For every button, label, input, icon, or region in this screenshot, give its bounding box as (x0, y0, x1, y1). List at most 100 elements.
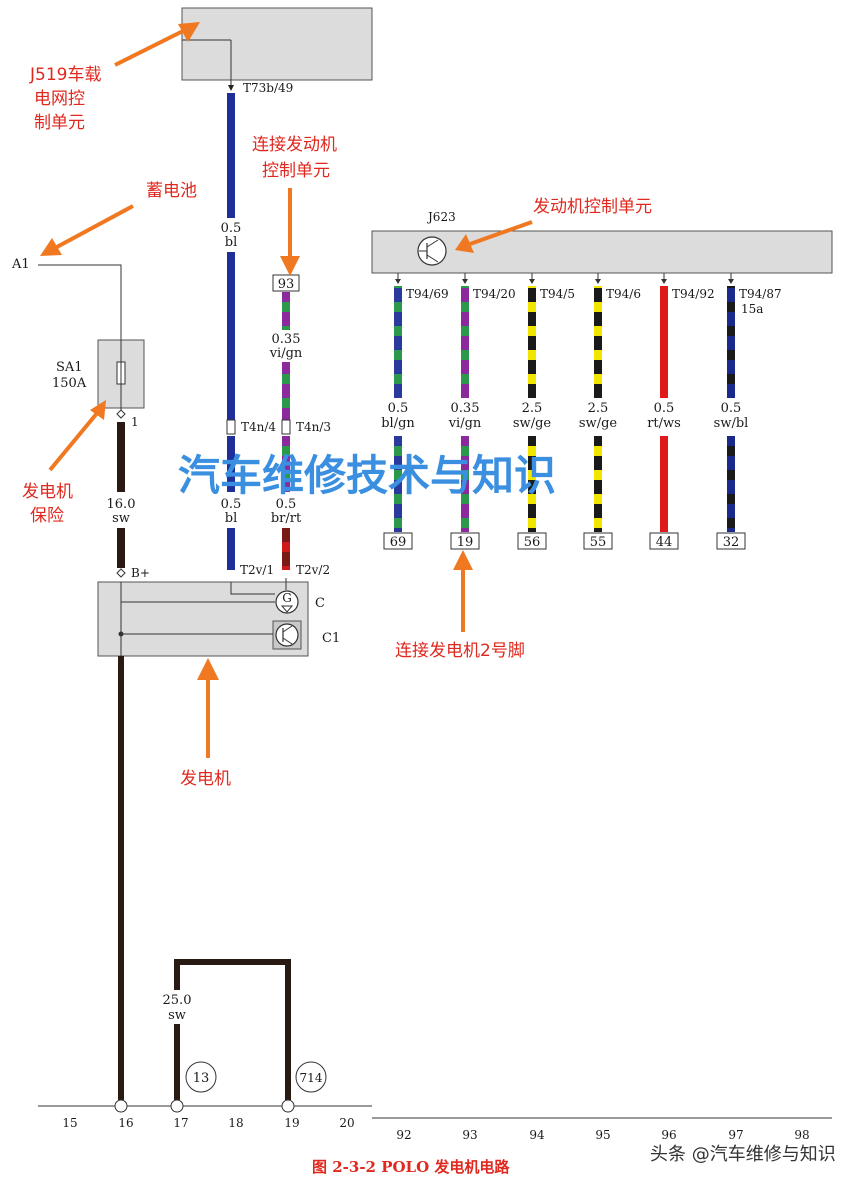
ecu-conn-box (517, 532, 547, 550)
ruler-right-tick: 95 (595, 1128, 610, 1142)
ecu-wire-lower (660, 436, 668, 532)
ecu-wire-color: sw/bl (714, 416, 749, 431)
ecu-wire-color: rt/ws (647, 416, 681, 431)
ecu-wire-lower (528, 436, 536, 532)
figure-caption: 图 2-3-2 POLO 发电机电路 (312, 1158, 510, 1176)
ecu-wire-size: 0.5 (654, 401, 675, 416)
ecu-conn-label: 44 (656, 535, 673, 550)
ruler-left-tick: 16 (118, 1116, 133, 1130)
ecu-conn-label: 55 (590, 535, 607, 550)
wire-sw-color: sw (112, 511, 130, 526)
ruler-left-tick: 15 (62, 1116, 77, 1130)
wire-bl-lower (227, 436, 235, 492)
wire-gnd-size: 25.0 (163, 993, 192, 1008)
annot-battery: 蓄电池 (146, 181, 197, 201)
ecu-pin-44: T94/92 0.5rt/ws 44 (647, 273, 715, 550)
ecu-wire-lower (727, 436, 735, 532)
ruler-left-tick: 17 (173, 1116, 188, 1130)
ecu-pin-term: T94/92 (672, 287, 715, 301)
conn-93-label: 93 (278, 277, 295, 292)
ecu-box (371, 230, 833, 274)
annot-j519-2: 电网控 (34, 89, 85, 109)
c1-label: C1 (322, 631, 340, 646)
ecu-wire-upper (528, 286, 536, 398)
ecu-wire-upper (594, 286, 602, 398)
wire-sw-16 (117, 422, 125, 492)
wire-ground-main (118, 656, 124, 1100)
ground-714 (295, 1061, 327, 1093)
t4n3-label: T4n/3 (296, 420, 331, 434)
ecu-wire-color: bl/gn (381, 416, 415, 431)
ecu-pin-term: T94/87 (739, 287, 782, 301)
ecu-conn-box (649, 532, 679, 550)
wire-brrt-color: br/rt (271, 511, 302, 526)
ecu-conn-label: 69 (390, 535, 407, 550)
ecu-wire-upper (461, 286, 469, 398)
svg-text:13: 13 (193, 1071, 210, 1086)
wire-bl-upper (227, 93, 235, 218)
watermark-text: 汽车维修技术与知识 (178, 451, 556, 500)
ruler-left-tick: 18 (228, 1116, 243, 1130)
annotation-arrows (40, 22, 533, 758)
j519-box (181, 7, 373, 81)
ecu-wire-upper (660, 286, 668, 398)
ecu-wire-size: 2.5 (588, 401, 609, 416)
annot-j519-3: 制单元 (34, 113, 85, 133)
ecu-wire-upper (727, 286, 735, 398)
annot-alt-fuse-1: 发电机 (22, 482, 73, 502)
ecu-wire-color: sw/ge (513, 416, 552, 431)
ecu-wire-lower (461, 436, 469, 532)
ecu-conn-box (583, 532, 613, 550)
wire-bl2-color: bl (225, 511, 237, 526)
wire-brrt (282, 528, 290, 570)
annot-alternator: 发电机 (180, 769, 231, 789)
t2v1-label: T2v/1 (240, 563, 274, 577)
t73b-label: T73b/49 (243, 81, 293, 95)
t4n4-label: T4n/4 (241, 420, 276, 434)
wire-gnd-color: sw (168, 1008, 186, 1023)
ecu-conn-label: 19 (457, 535, 474, 550)
conn-93-box (272, 274, 300, 292)
ecu-wire-color: vi/gn (448, 416, 482, 431)
ecu-wire-lower (394, 436, 402, 532)
wire-brrt-size: 0.5 (276, 497, 297, 512)
ecu-pin-term: T94/20 (473, 287, 516, 301)
corner-credit: 头条 @汽车维修与知识 (650, 1144, 836, 1165)
ecu-transistor-symbol (417, 236, 447, 266)
ecu-conn-box (450, 532, 480, 550)
j623-label: J623 (426, 210, 456, 224)
ecu-pin-term: T94/6 (606, 287, 641, 301)
annot-ecu: 发动机控制单元 (533, 197, 652, 217)
ecu-pins: T94/690.5bl/gn69T94/200.35vi/gn19T94/52.… (381, 273, 782, 550)
ruler-left-tick: 19 (284, 1116, 299, 1130)
ecu-wire-upper (394, 286, 402, 398)
ecu-conn-label: 32 (723, 535, 740, 550)
generator-symbol (275, 590, 299, 614)
wire-ground-loop (174, 959, 291, 1100)
annot-alt-fuse-2: 保险 (30, 506, 64, 526)
ecu-wire-size: 0.5 (721, 401, 742, 416)
wire-bl-size: 0.5 (221, 221, 242, 236)
ruler-right-tick: 97 (728, 1128, 743, 1142)
t2v2-label: T2v/2 (296, 563, 330, 577)
ecu-wire-size: 0.35 (451, 401, 480, 416)
ruler-right-tick: 94 (529, 1128, 545, 1142)
wire-vign (282, 292, 290, 330)
ruler-right-tick: 93 (462, 1128, 477, 1142)
annot-conn-alt-pin2: 连接发电机2号脚 (395, 641, 525, 661)
ruler-right-tick: 98 (794, 1128, 809, 1142)
ecu-wire-size: 2.5 (522, 401, 543, 416)
ecu-conn-label: 56 (524, 535, 541, 550)
annot-j519-1: J519车载 (29, 65, 101, 85)
wire-vign-size: 0.35 (272, 332, 301, 347)
wire-sw-size: 16.0 (107, 497, 136, 512)
annot-conn-ecu-1: 连接发动机 (252, 135, 337, 155)
ecu-wire-lower (594, 436, 602, 532)
ecu-conn-box (383, 532, 413, 550)
